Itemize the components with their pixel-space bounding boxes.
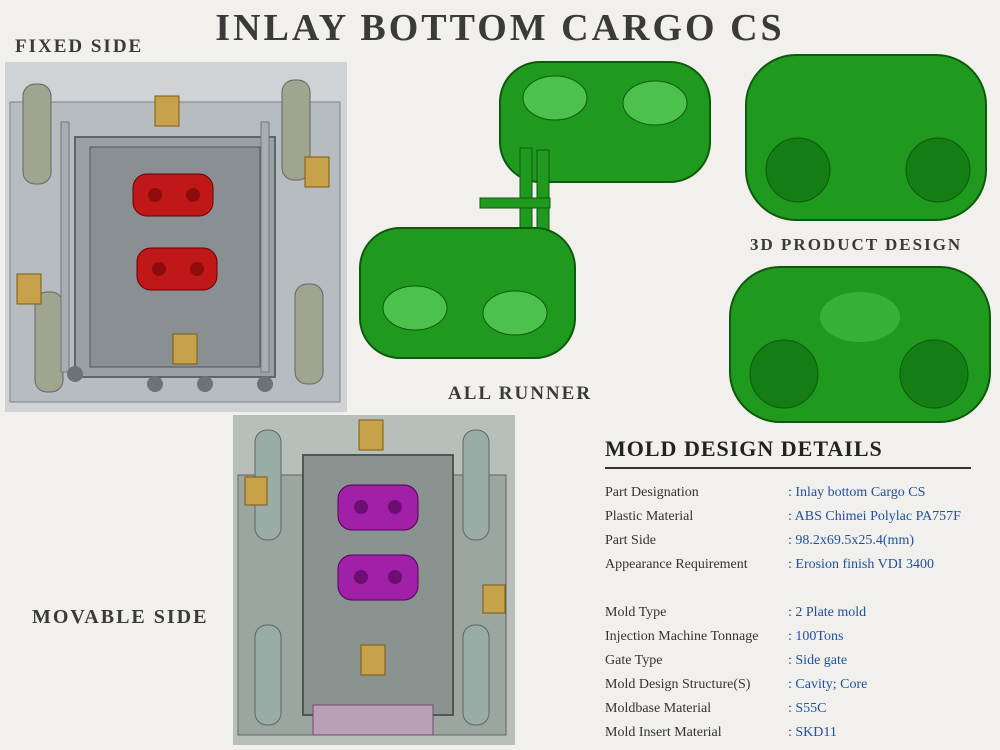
all-runner-render [355,58,715,378]
detail-key: Appearance Requirement [605,557,748,572]
detail-key: Part Designation [605,485,699,500]
detail-value: : Erosion finish VDI 3400 [788,557,934,572]
fixed-side-render [5,62,347,412]
detail-value: : 100Tons [788,629,844,644]
fixed-side-label: FIXED SIDE [15,36,144,57]
all-runner-label: ALL RUNNER [448,383,593,404]
detail-value: : S55C [788,701,827,716]
detail-key: Gate Type [605,653,663,668]
detail-key: Mold Design Structure(S) [605,677,751,692]
detail-value: : 2 Plate mold [788,605,867,620]
movable-side-label: MOVABLE SIDE [32,606,209,628]
movable-side-mold-image [233,415,515,745]
detail-key: Part Side [605,533,656,548]
details-heading: MOLD DESIGN DETAILS [605,436,883,461]
detail-value: : Inlay bottom Cargo CS [788,485,926,500]
product-design-top-render [738,50,993,226]
product-bottom-view-image [722,262,997,430]
detail-key: Injection Machine Tonnage [605,629,759,644]
fixed-side-mold-image [5,62,347,412]
detail-key: Mold Type [605,605,667,620]
product-design-bottom-render [722,262,997,430]
detail-value: : SKD11 [788,725,837,740]
details-divider [605,467,971,469]
detail-value: : ABS Chimei Polylac PA757F [788,509,961,524]
product-top-view-image [738,50,993,226]
detail-value: : Cavity; Core [788,677,868,692]
detail-key: Plastic Material [605,509,694,524]
detail-value: : Side gate [788,653,848,668]
detail-value: : 98.2x69.5x25.4(mm) [788,533,914,548]
detail-key: Moldbase Material [605,701,712,716]
all-runner-part-image [355,58,715,378]
product-design-label: 3D PRODUCT DESIGN [750,235,963,254]
detail-key: Mold Insert Material [605,725,722,740]
movable-side-render [233,415,515,745]
page-title: INLAY BOTTOM CARGO CS [215,7,785,49]
